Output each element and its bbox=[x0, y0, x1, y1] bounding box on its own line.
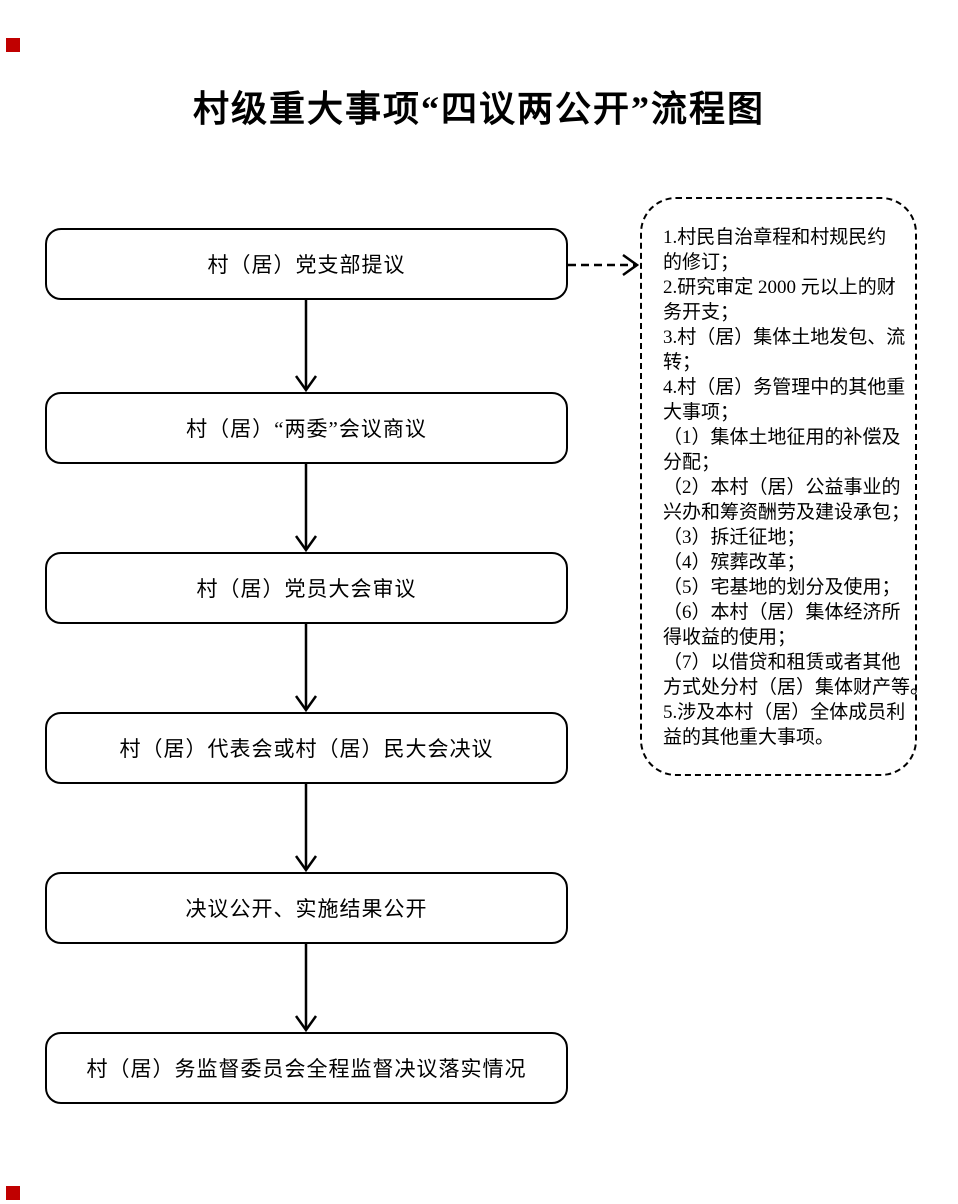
dashed-arrow-icon bbox=[568, 253, 640, 277]
red-marker-top bbox=[6, 38, 20, 52]
down-arrow-icon bbox=[294, 944, 318, 1032]
note-line: （3）拆迁征地； bbox=[663, 527, 806, 548]
note-line: （6）本村（居）集体经济所 bbox=[663, 602, 901, 623]
note-line: （7）以借贷和租赁或者其他 bbox=[663, 652, 901, 673]
note-line: 转； bbox=[663, 352, 702, 373]
note-line: 2.研究审定 2000 元以上的财 bbox=[663, 277, 896, 298]
note-line: （2）本村（居）公益事业的 bbox=[663, 477, 901, 498]
flow-step-disclosure: 决议公开、实施结果公开 bbox=[45, 872, 568, 944]
note-line: 3.村（居）集体土地发包、流 bbox=[663, 327, 906, 348]
down-arrow-icon bbox=[294, 300, 318, 392]
flow-step-supervision: 村（居）务监督委员会全程监督决议落实情况 bbox=[45, 1032, 568, 1104]
page-title: 村级重大事项“四议两公开”流程图 bbox=[192, 89, 765, 129]
flow-step-party-congress: 村（居）党员大会审议 bbox=[45, 552, 568, 624]
red-marker-bottom bbox=[6, 1186, 20, 1200]
flow-step-village-congress: 村（居）代表会或村（居）民大会决议 bbox=[45, 712, 568, 784]
note-line: 得收益的使用； bbox=[663, 627, 797, 648]
note-line: 4.村（居）务管理中的其他重 bbox=[663, 377, 906, 398]
down-arrow-icon bbox=[294, 464, 318, 552]
note-line: 1.村民自治章程和村规民约 bbox=[663, 227, 887, 248]
note-line: 分配； bbox=[663, 452, 721, 473]
flow-step-two-committees: 村（居）“两委”会议商议 bbox=[45, 392, 568, 464]
note-line: 5.涉及本村（居）全体成员利 bbox=[663, 702, 906, 723]
note-line: 务开支； bbox=[663, 302, 740, 323]
down-arrow-icon bbox=[294, 784, 318, 872]
note-line: 的修订； bbox=[663, 252, 740, 273]
note-line: 兴办和筹资酬劳及建设承包； bbox=[663, 502, 911, 523]
note-panel: 1.村民自治章程和村规民约 的修订； 2.研究审定 2000 元以上的财 务开支… bbox=[640, 197, 930, 776]
note-line: 益的其他重大事项。 bbox=[663, 727, 835, 748]
note-line: （4）殡葬改革； bbox=[663, 552, 806, 573]
note-line: （1）集体土地征用的补偿及 bbox=[663, 427, 901, 448]
note-line: 方式处分村（居）集体财产等。 bbox=[663, 677, 930, 698]
down-arrow-icon bbox=[294, 624, 318, 712]
note-line: （5）宅基地的划分及使用； bbox=[663, 577, 901, 598]
note-line: 大事项； bbox=[663, 402, 740, 423]
flow-step-proposal: 村（居）党支部提议 bbox=[45, 228, 568, 300]
